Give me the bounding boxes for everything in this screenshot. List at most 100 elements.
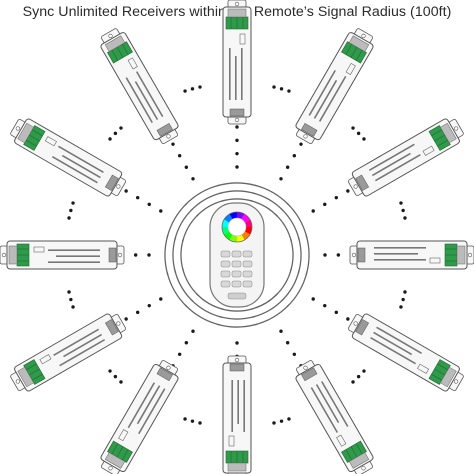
ce-mark (44, 136, 57, 147)
receiver-5 (10, 313, 126, 392)
label-line (321, 381, 349, 427)
signal-dot (124, 317, 128, 321)
ring-dot (399, 201, 403, 205)
ring-dot (71, 201, 75, 205)
keypad-button (220, 270, 231, 278)
input-connector (355, 319, 370, 336)
ring-dot (190, 419, 195, 423)
ring-dot (69, 208, 73, 213)
signal-dot (235, 125, 239, 129)
ring-dot (279, 87, 284, 91)
receiver-1 (348, 313, 464, 392)
signal-dot (311, 209, 315, 213)
ring-dot (183, 89, 187, 93)
screw-hole (353, 321, 358, 326)
keypad-button (242, 280, 253, 288)
signal-dot (285, 165, 290, 169)
ce-mark (228, 435, 235, 447)
signal-dot (235, 151, 239, 156)
signal-dot (299, 142, 303, 146)
screw-hole (166, 134, 171, 139)
signal-dot (323, 202, 327, 207)
receiver-7 (10, 118, 126, 197)
keypad-button (242, 260, 253, 268)
screw-hole (116, 321, 121, 326)
label-line (135, 71, 164, 118)
signal-dot (311, 297, 315, 301)
signal-dot (177, 352, 182, 357)
ring-dot (108, 137, 112, 141)
ring-dot (119, 380, 123, 384)
signal-dot (124, 189, 128, 193)
label-line (370, 336, 416, 365)
screw-hole (234, 357, 240, 363)
screw-hole (234, 1, 240, 7)
terminal-screws (227, 8, 247, 18)
signal-dot (235, 165, 239, 169)
signal-dot (323, 303, 327, 308)
label-line (138, 388, 166, 435)
label-line (48, 249, 100, 251)
receiver-3 (222, 355, 252, 474)
label-line (243, 380, 245, 432)
label-line (235, 56, 237, 100)
input-connector (156, 367, 173, 382)
power-button (227, 292, 247, 300)
signal-dot (292, 153, 297, 158)
receiver-8 (100, 28, 179, 144)
signal-dot (235, 138, 239, 143)
input-connector (229, 108, 245, 117)
wheel-center (227, 217, 247, 237)
signal-dot (285, 341, 290, 345)
ring-dot (362, 137, 366, 141)
label-line (374, 259, 426, 261)
signal-dot (346, 317, 350, 321)
label-line (134, 81, 159, 121)
keypad-button (231, 260, 242, 268)
ring-dot (119, 126, 123, 130)
keypad-button (242, 270, 253, 278)
input-connector (104, 174, 119, 191)
signal-dot (147, 303, 151, 308)
keypad-button (220, 260, 231, 268)
ring-dot (71, 305, 75, 309)
signal-dot (279, 177, 283, 181)
label-line (374, 253, 418, 255)
label-line (63, 333, 103, 358)
label-line (125, 77, 153, 124)
label-line (318, 76, 347, 122)
ring-dot (198, 421, 202, 425)
label-line (229, 48, 231, 100)
ring-dot (351, 380, 355, 384)
ce-mark (422, 145, 435, 156)
input-connector (301, 122, 318, 137)
keypad-button (231, 250, 242, 258)
receiver-9 (222, 0, 252, 125)
ce-mark (33, 246, 45, 253)
signal-dot (147, 202, 151, 207)
signal-dot (159, 297, 163, 301)
receiver-6 (0, 240, 125, 270)
ring-dot (183, 417, 187, 421)
ce-mark (39, 354, 52, 365)
signal-dot (177, 153, 182, 158)
ring-dot (356, 131, 361, 136)
ce-mark (336, 434, 347, 447)
signal-dot (135, 195, 140, 200)
signal-dot (135, 310, 140, 315)
signal-dot (334, 310, 339, 315)
label-line (313, 79, 338, 119)
terminal-screws (8, 245, 18, 265)
keypad-button (231, 280, 242, 288)
signal-arcs-3 (216, 308, 258, 328)
input-connector (357, 247, 366, 263)
signal-dot (336, 253, 341, 257)
label-line (371, 152, 411, 177)
label-line (241, 48, 243, 100)
signal-dot (279, 329, 283, 333)
ring-dot (351, 126, 355, 130)
label-line (376, 326, 422, 354)
label-line (56, 255, 100, 257)
label-line (308, 70, 336, 116)
